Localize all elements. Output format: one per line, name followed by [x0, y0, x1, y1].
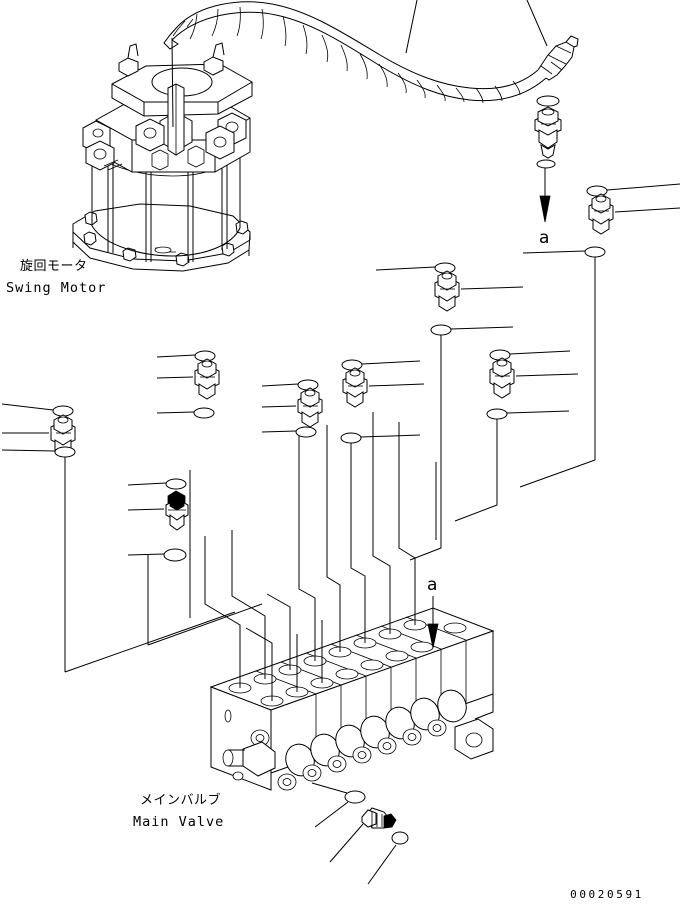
fitting-union-adapter-02[interactable]	[522, 183, 681, 258]
fitting-elbow-adapter[interactable]	[534, 95, 562, 169]
hydraulic-hose	[163, 0, 579, 104]
detail-note-a-top: a	[539, 228, 549, 248]
valve-port-leaders	[204, 412, 416, 701]
detail-a-arrows	[427, 168, 551, 649]
fitting-union-adapter-07[interactable]	[340, 359, 425, 444]
swing-motor-label-jp: 旋回モータ	[20, 259, 88, 274]
lower-left-leaders	[64, 452, 263, 673]
fitting-union-adapter-08[interactable]	[1, 403, 76, 458]
drawing-number: 00020591	[570, 888, 644, 901]
fitting-union-adapter-06[interactable]	[261, 379, 323, 438]
main-valve-label-en: Main Valve	[133, 814, 224, 830]
fitting-union-adapter-05[interactable]	[156, 350, 220, 419]
main-valve-assembly	[209, 607, 495, 791]
swing-motor-assembly	[72, 37, 253, 272]
fitting-straight-adapter-10[interactable]	[311, 782, 409, 885]
fitting-union-adapter-04[interactable]	[486, 349, 579, 420]
detail-note-a-bottom: a	[427, 575, 437, 595]
right-side-leaders	[409, 252, 596, 561]
fitting-sealed-adapter-09[interactable]	[127, 478, 189, 562]
main-valve-label-jp: メインバルブ	[140, 792, 221, 808]
swing-motor-label-en: Swing Motor	[6, 280, 106, 296]
fitting-union-adapter-03[interactable]	[375, 262, 524, 336]
